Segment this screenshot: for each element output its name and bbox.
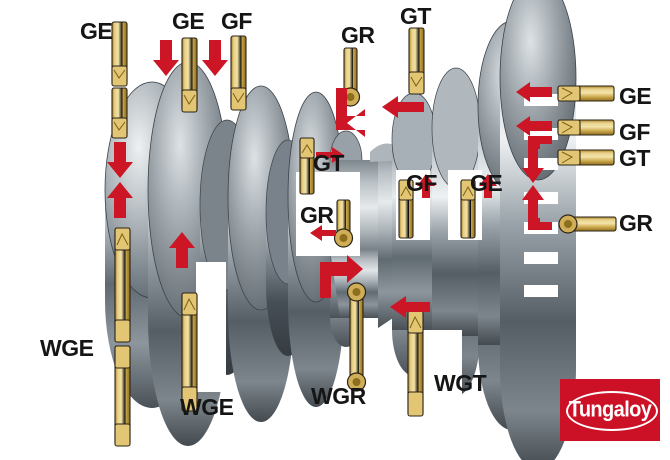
label-wge-bottom-mid: WGE [180, 394, 234, 420]
tool-ge-right [557, 85, 615, 102]
label-gr-center-low: GR [300, 202, 334, 228]
tool-ge-center [460, 179, 476, 239]
arrow-left-gt-top [382, 96, 424, 118]
tool-gr-center-low [333, 199, 354, 248]
label-wge-bottom-left: WGE [40, 335, 94, 361]
arrow-up-ge-center [479, 174, 497, 198]
tool-wgr-bottom [346, 282, 367, 392]
label-gt-right-3: GT [619, 145, 650, 171]
feed-direction-arrows [107, 40, 552, 318]
arrow-left-gf-right [516, 116, 552, 136]
arrow-up-disc [169, 232, 195, 268]
tool-gf-center [398, 179, 414, 239]
tool-ge-top-left-a [111, 21, 128, 87]
tool-gf-top-mid [230, 35, 247, 111]
arrow-elbow-down-gt-right [522, 136, 552, 183]
logo-oval [566, 391, 658, 432]
arrow-down-left-col [107, 142, 133, 178]
label-gr-top-center: GR [341, 22, 375, 48]
tool-ge-top-mid [181, 37, 198, 113]
tool-wge-bottom-mid [181, 292, 198, 412]
label-gt-top-right: GT [400, 3, 431, 29]
label-ge-top-left: GE [80, 18, 113, 44]
tool-gr-right [558, 214, 617, 234]
tool-wge-bottom-left-lower [114, 345, 131, 447]
label-gf-top-mid: GF [221, 8, 252, 34]
logo-wordmark: Tungaloy [568, 397, 652, 422]
arrow-left-gr-center [310, 225, 336, 241]
label-gt-center-left: GT [313, 150, 344, 176]
tool-wgt-bottom [407, 310, 424, 417]
label-ge-center: GE [470, 170, 503, 196]
tool-wge-bottom-left [114, 227, 131, 343]
label-ge-right-1: GE [619, 83, 652, 109]
tool-gf-right [557, 119, 615, 136]
label-wgr-bottom: WGR [311, 383, 366, 409]
arrow-up-gf-center [417, 174, 435, 198]
label-gf-right-2: GF [619, 119, 650, 145]
label-wgt-bottom: WGT [434, 370, 487, 396]
tool-gt-right [557, 149, 615, 166]
arrow-left-wgt [390, 296, 430, 318]
arrow-up-left-col [107, 182, 133, 218]
arrow-elbow-left-upper [336, 88, 365, 137]
arrow-right-gt-center [316, 147, 344, 163]
tool-gt-center-left [299, 137, 315, 195]
arrow-down-gf-top [202, 40, 228, 76]
tungaloy-logo: Tungaloy [560, 379, 660, 441]
arrow-elbow-left-lower [320, 255, 363, 298]
arrow-down-ge-top [153, 40, 179, 76]
tool-ge-top-left-b [111, 87, 128, 139]
arrow-left-ge-right [516, 82, 552, 102]
tool-group-vertical [111, 21, 476, 447]
label-gr-right-4: GR [619, 210, 653, 236]
arrow-elbow-up-gr-right [522, 185, 552, 230]
label-gf-center: GF [406, 170, 437, 196]
label-ge-top-mid: GE [172, 8, 205, 34]
tool-gt-top-right [408, 27, 425, 95]
tool-group-right-column [557, 85, 617, 234]
